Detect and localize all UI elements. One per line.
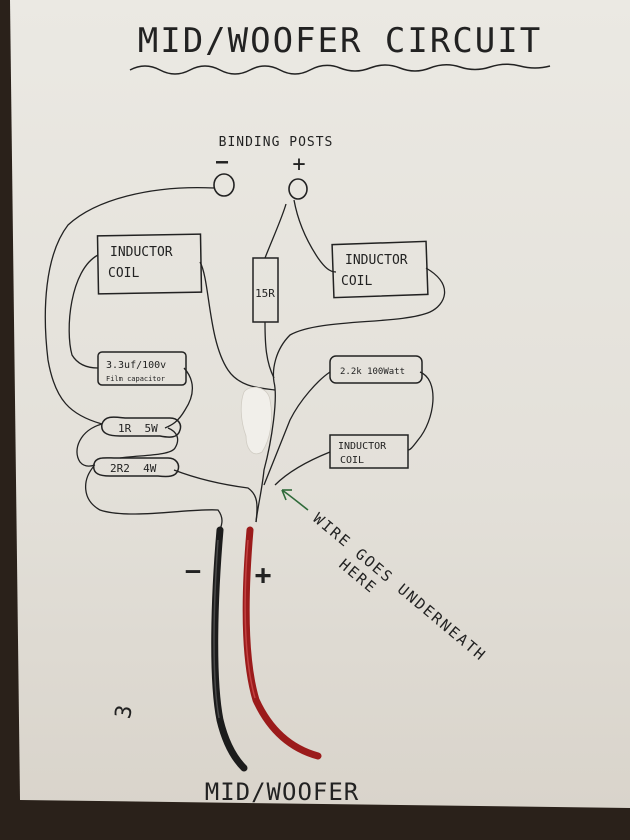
title-underline — [129, 63, 551, 75]
footer-label: MID/WOOFER — [205, 778, 360, 806]
inductor-right-line1: INDUCTOR — [345, 253, 408, 268]
arrow-icon — [281, 489, 309, 511]
inductor-lower-line1: INDUCTOR — [338, 441, 387, 452]
corner-mark: 3 — [111, 703, 138, 720]
inductor-lower-line2: COIL — [340, 455, 364, 466]
inductor-coil-lower — [329, 434, 409, 469]
solder-blob — [240, 386, 272, 455]
wires — [44, 186, 446, 531]
resistor-1r-label: 1R 5W — [118, 422, 158, 435]
resistor-2k2-label: 2.2k 100Watt — [340, 367, 405, 377]
capacitor-type: Film capacitor — [106, 375, 165, 383]
resistor-1r — [101, 416, 182, 438]
binding-posts-label: BINDING POSTS — [219, 135, 334, 150]
inductor-coil-left — [96, 233, 203, 295]
negative-binding-post — [213, 173, 235, 197]
capacitor-value: 3.3uf/100v — [106, 360, 166, 371]
inductor-coil-right — [331, 240, 429, 299]
resistor-2r2 — [92, 457, 180, 478]
resistor-2k2 — [329, 355, 423, 384]
resistor-15r — [252, 257, 279, 323]
positive-post-symbol: + — [292, 152, 305, 177]
positive-wire-symbol: + — [255, 558, 272, 591]
negative-wire-symbol: — — [186, 556, 201, 584]
resistor-2r2-label: 2R2 4W — [110, 462, 157, 475]
negative-speaker-wire-highlight — [213, 539, 220, 719]
positive-binding-post — [288, 178, 308, 200]
negative-post-symbol: — — [216, 149, 229, 173]
inductor-right-line2: COIL — [341, 274, 372, 289]
film-capacitor — [97, 351, 187, 386]
inductor-left-line2: COIL — [108, 266, 139, 281]
inductor-left-line1: INDUCTOR — [110, 245, 173, 260]
paper-sheet — [10, 0, 630, 808]
positive-speaker-wire-highlight — [244, 539, 256, 699]
resistor-15r-label: 15R — [255, 287, 275, 300]
page-title: MID/WOOFER CIRCUIT — [138, 21, 542, 61]
